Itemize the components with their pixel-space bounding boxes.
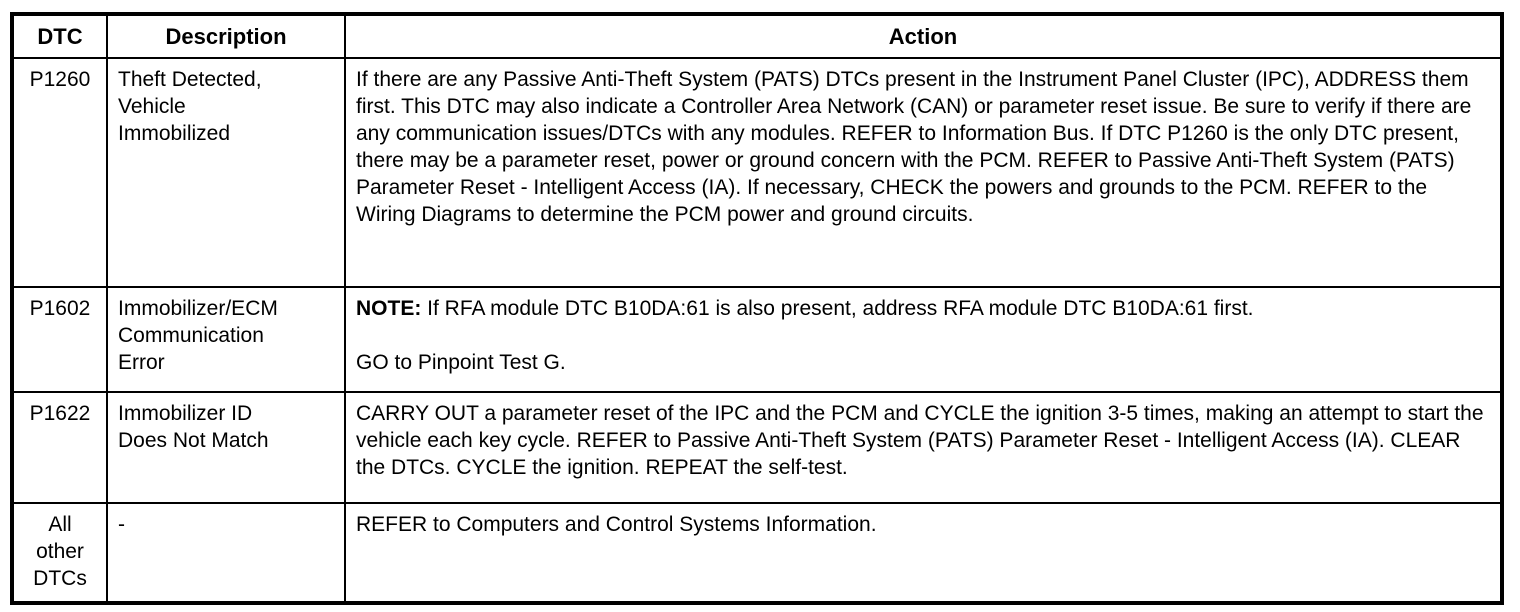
dtc-code-line: other bbox=[36, 540, 84, 563]
dtc-description: Immobilizer ID Does Not Match bbox=[106, 391, 346, 504]
column-header-dtc: DTC bbox=[11, 13, 108, 59]
action-text: If there are any Passive Anti-Theft Syst… bbox=[356, 68, 1472, 226]
dtc-code-line: All bbox=[48, 513, 72, 536]
description-line: Does Not Match bbox=[118, 429, 269, 452]
note-text: NOTE: If RFA module DTC B10DA:61 is also… bbox=[356, 295, 1490, 322]
dtc-description: Immobilizer/ECM Communication Error bbox=[106, 286, 346, 393]
table-row-all-other-dtcs: All other DTCs - REFER to Computers and … bbox=[11, 502, 1503, 604]
description-line: Vehicle bbox=[118, 95, 186, 118]
dtc-action: REFER to Computers and Control Systems I… bbox=[344, 502, 1503, 604]
table-row-p1602: P1602 Immobilizer/ECM Communication Erro… bbox=[11, 286, 1503, 393]
dtc-code: P1260 bbox=[11, 57, 108, 288]
note-label: NOTE: bbox=[356, 297, 422, 320]
description-line: Theft Detected, bbox=[118, 68, 262, 91]
description-line: Immobilizer/ECM bbox=[118, 297, 278, 320]
dtc-description: - bbox=[106, 502, 346, 604]
description-line: Immobilized bbox=[118, 122, 231, 145]
column-header-action: Action bbox=[344, 13, 1503, 59]
table-row-p1622: P1622 Immobilizer ID Does Not Match CARR… bbox=[11, 391, 1503, 504]
column-header-description: Description bbox=[106, 13, 346, 59]
dtc-action: NOTE: If RFA module DTC B10DA:61 is also… bbox=[344, 286, 1503, 393]
dtc-action: If there are any Passive Anti-Theft Syst… bbox=[344, 57, 1503, 288]
dtc-code: All other DTCs bbox=[11, 502, 108, 604]
action-text: CARRY OUT a parameter reset of the IPC a… bbox=[356, 402, 1484, 479]
description-line: Error bbox=[118, 351, 165, 374]
action-text: GO to Pinpoint Test G. bbox=[356, 351, 566, 374]
dtc-code-line: DTCs bbox=[33, 567, 87, 590]
description-line: - bbox=[118, 513, 125, 536]
dtc-action-table: DTC Description Action P1260 Theft Detec… bbox=[10, 12, 1504, 605]
dtc-code: P1602 bbox=[11, 286, 108, 393]
dtc-action: CARRY OUT a parameter reset of the IPC a… bbox=[344, 391, 1503, 504]
dtc-description: Theft Detected, Vehicle Immobilized bbox=[106, 57, 346, 288]
action-text: REFER to Computers and Control Systems I… bbox=[356, 513, 877, 536]
note-body: If RFA module DTC B10DA:61 is also prese… bbox=[421, 297, 1254, 320]
dtc-code: P1622 bbox=[11, 391, 108, 504]
description-line: Immobilizer ID bbox=[118, 402, 253, 425]
table-header-row: DTC Description Action bbox=[11, 13, 1503, 59]
description-line: Communication bbox=[118, 324, 264, 347]
table-row-p1260: P1260 Theft Detected, Vehicle Immobilize… bbox=[11, 57, 1503, 288]
